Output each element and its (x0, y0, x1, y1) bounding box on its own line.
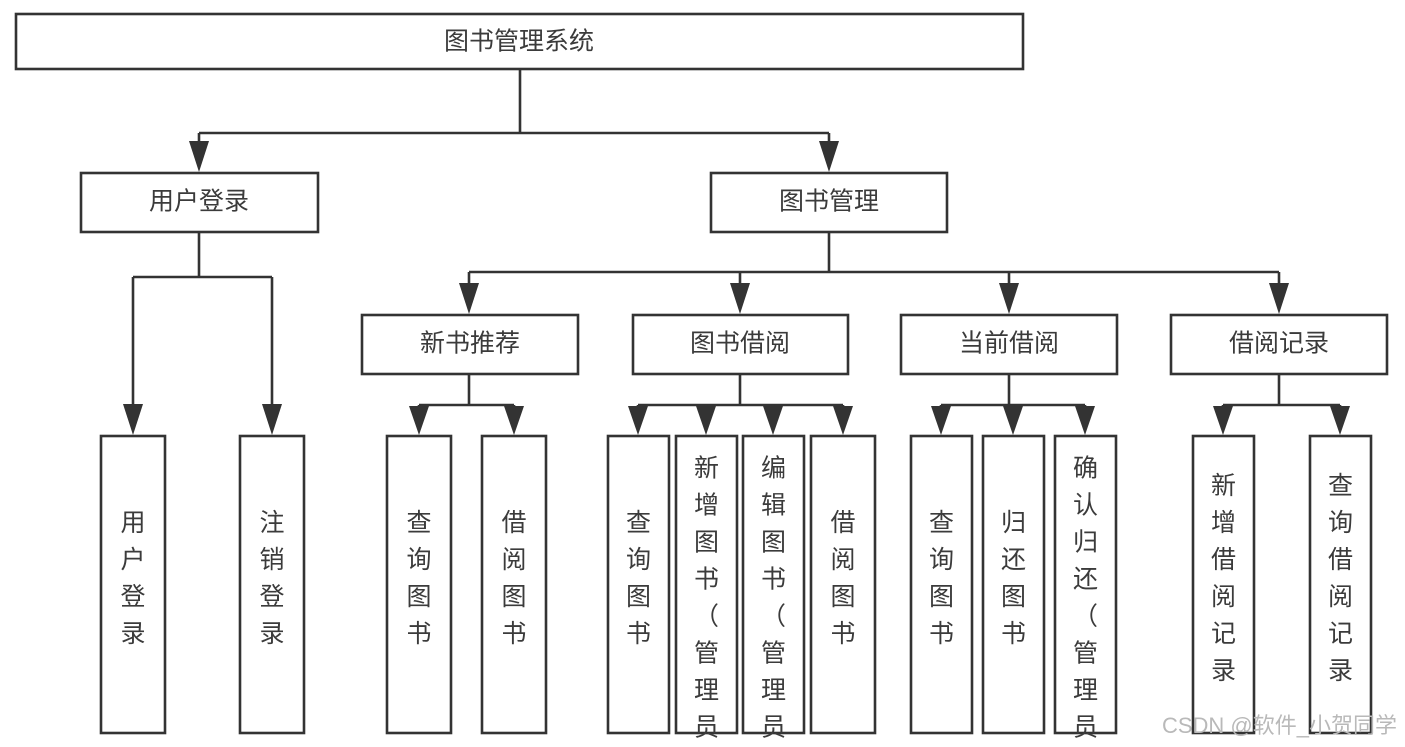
leaf-node-label: 新增图书（管理员） (694, 455, 719, 747)
leaf-node-label: 借阅图书 (501, 509, 526, 648)
arrowhead-current-borrow (999, 283, 1019, 314)
leaf-node[interactable]: 新增图书（管理员） (674, 434, 739, 747)
node-user-login-box[interactable] (79, 171, 320, 234)
arrowhead-recommend-query-book (409, 406, 429, 435)
node-borrow-record[interactable]: 借阅记录 (1169, 313, 1389, 376)
arrowhead-leaf-user-login (123, 404, 143, 435)
node-book-manage-box[interactable] (709, 171, 949, 234)
leaf-node[interactable]: 确认归还（管理员） (1053, 434, 1118, 747)
node-current-borrow-label: 当前借阅 (959, 330, 1059, 358)
arrowhead-borrow-record (1269, 283, 1289, 314)
node-book-manage[interactable]: 图书管理 (709, 171, 949, 234)
leaf-node-label: 查询图书 (406, 509, 431, 648)
leaf-node[interactable]: 归还图书 (981, 434, 1046, 735)
arrowhead-book-manage (819, 141, 839, 172)
node-book-borrow[interactable]: 图书借阅 (631, 313, 850, 376)
node-current-borrow[interactable]: 当前借阅 (899, 313, 1119, 376)
leaf-node-box[interactable] (480, 434, 548, 735)
arrowhead-new-book-recommend (459, 283, 479, 314)
leaf-node-label: 注销登录 (259, 509, 284, 648)
leaf-node-box[interactable] (674, 434, 739, 735)
arrowhead-borrow-edit-book (763, 406, 783, 435)
leaf-node-box[interactable] (238, 434, 306, 735)
leaf-node-label: 确认归还（管理员） (1073, 455, 1098, 747)
node-user-login[interactable]: 用户登录 (79, 171, 320, 234)
node-root-box[interactable] (14, 12, 1025, 71)
arrowhead-user-login (189, 141, 209, 172)
leaf-node-box[interactable] (981, 434, 1046, 735)
node-new-book-recommend[interactable]: 新书推荐 (360, 313, 580, 376)
leaf-node[interactable]: 用户登录 (99, 434, 167, 735)
arrowhead-current-query-book (931, 406, 951, 435)
leaf-node-label: 查询借阅记录 (1328, 472, 1353, 685)
leaf-node[interactable]: 借阅图书 (480, 434, 548, 735)
arrowhead-borrow-borrow-book (833, 406, 853, 435)
node-user-login-label: 用户登录 (149, 188, 249, 216)
leaf-node[interactable]: 新增借阅记录 (1191, 434, 1256, 735)
node-new-book-recommend-box[interactable] (360, 313, 580, 376)
arrowhead-borrow-add-book (696, 406, 716, 435)
leaf-node-box[interactable] (385, 434, 453, 735)
leaf-node-box[interactable] (99, 434, 167, 735)
leaf-node-label: 借阅图书 (830, 509, 855, 648)
node-borrow-record-box[interactable] (1169, 313, 1389, 376)
leaf-node-box[interactable] (606, 434, 671, 735)
leaf-node[interactable]: 编辑图书（管理员） (741, 434, 806, 747)
leaf-node[interactable]: 注销登录 (238, 434, 306, 735)
node-book-borrow-box[interactable] (631, 313, 850, 376)
leaf-node[interactable]: 查询图书 (385, 434, 453, 735)
leaf-node-box[interactable] (909, 434, 974, 735)
leaf-node[interactable]: 借阅图书 (809, 434, 877, 735)
leaf-node-label: 查询图书 (626, 509, 651, 648)
leaf-node-label: 查询图书 (929, 509, 954, 648)
csdn-watermark: CSDN @软件_小贺同学 (1162, 713, 1397, 738)
arrowhead-leaf-user-logout (262, 404, 282, 435)
node-root-label: 图书管理系统 (444, 28, 594, 56)
arrowhead-current-confirm-return (1075, 406, 1095, 435)
connectors-group (123, 69, 1350, 435)
node-book-borrow-label: 图书借阅 (690, 330, 790, 358)
node-borrow-record-label: 借阅记录 (1229, 330, 1329, 358)
leaf-nodes-group: 用户登录 注销登录 查询图书 借阅图书 查询图书 新增图书（管理员） 编辑图书（管理员） 借阅… (99, 434, 1373, 747)
leaf-node-box[interactable] (741, 434, 806, 735)
node-root[interactable]: 图书管理系统 (14, 12, 1025, 71)
node-current-borrow-box[interactable] (899, 313, 1119, 376)
arrowhead-record-query (1330, 406, 1350, 435)
leaf-node[interactable]: 查询借阅记录 (1308, 434, 1373, 735)
leaf-node-label: 新增借阅记录 (1211, 472, 1236, 685)
leaf-node[interactable]: 查询图书 (606, 434, 671, 735)
arrowhead-current-return-book (1003, 406, 1023, 435)
nodes-group: 图书管理系统 用户登录 图书管理 新书推荐 图书借阅 当前借阅 借阅记录 (14, 12, 1389, 747)
leaf-node-box[interactable] (1308, 434, 1373, 735)
leaf-node-box[interactable] (1053, 434, 1118, 735)
arrowhead-record-add (1213, 406, 1233, 435)
leaf-node-label: 用户登录 (120, 509, 145, 648)
arrowhead-book-borrow (730, 283, 750, 314)
arrowhead-borrow-query-book (628, 406, 648, 435)
node-book-manage-label: 图书管理 (779, 188, 879, 216)
leaf-node-box[interactable] (1191, 434, 1256, 735)
leaf-node-box[interactable] (809, 434, 877, 735)
leaf-node-label: 归还图书 (1001, 509, 1026, 648)
leaf-node[interactable]: 查询图书 (909, 434, 974, 735)
arrowhead-recommend-borrow-book (504, 406, 524, 435)
node-new-book-recommend-label: 新书推荐 (420, 330, 520, 358)
leaf-node-label: 编辑图书（管理员） (761, 455, 786, 747)
